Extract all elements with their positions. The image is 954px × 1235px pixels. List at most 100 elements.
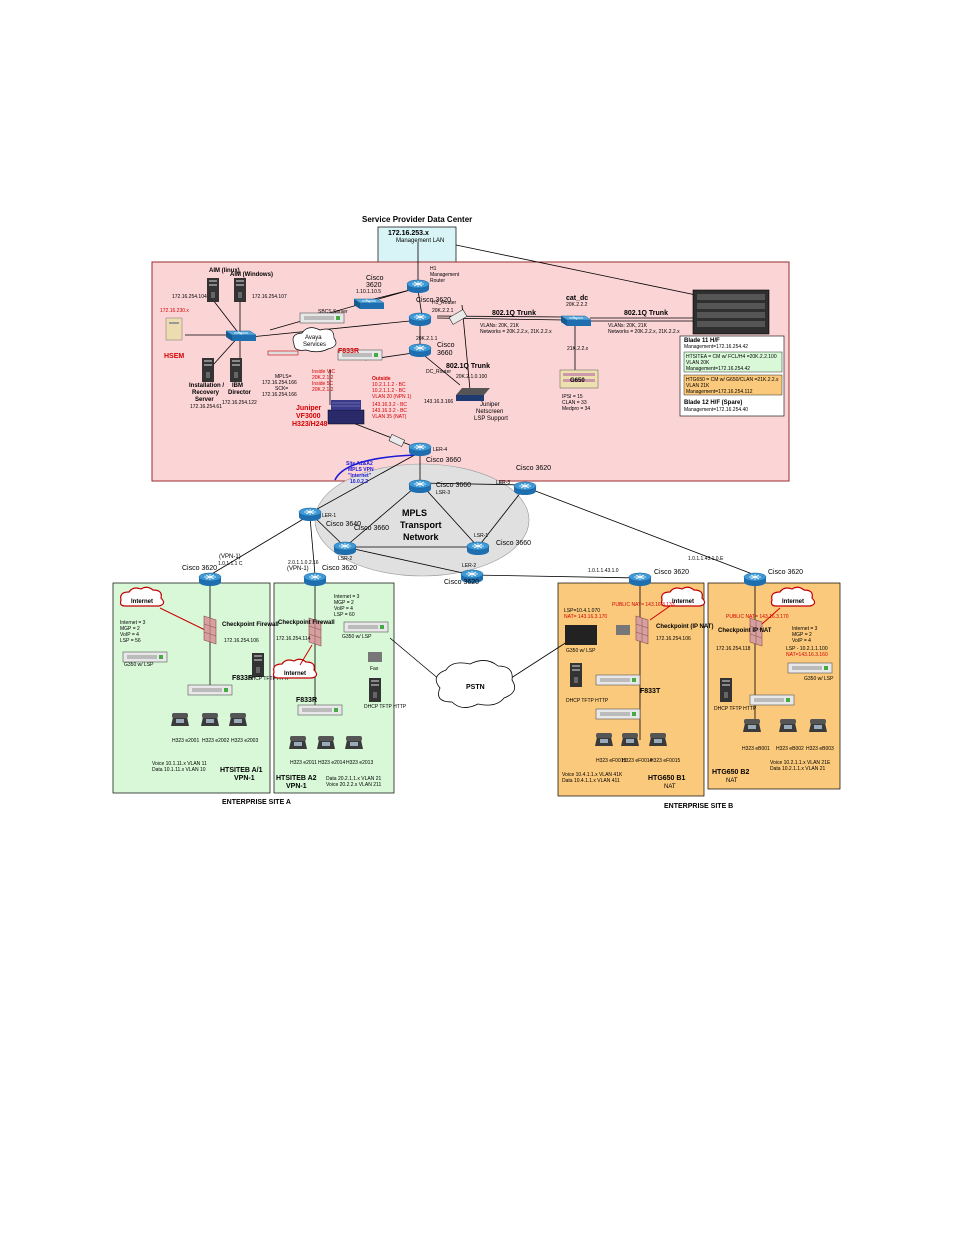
ler3-router[interactable] <box>513 481 537 496</box>
site-a2-phone-2[interactable] <box>317 736 335 749</box>
site-b1-router[interactable] <box>628 572 652 587</box>
hsem-server-icon[interactable] <box>165 317 183 341</box>
site-b1-phone-1[interactable] <box>595 733 613 746</box>
site-a1-phone-3[interactable] <box>229 713 247 726</box>
site-a1-dhcp-server[interactable] <box>252 653 264 677</box>
blade-green-1: HTSITEA = CM w/ FCL/H4 =20K.2.2.100 <box>686 354 777 360</box>
site-b2-switch[interactable] <box>749 694 795 706</box>
lsr1-name: LSR-1 <box>474 533 488 539</box>
site-a1-router[interactable] <box>198 572 222 587</box>
h1-router[interactable] <box>408 312 432 327</box>
site-b2-wan: 1.0.1.1.43.1.0.E <box>688 556 724 562</box>
lsr2-router[interactable] <box>333 541 357 556</box>
site-b1-f833r[interactable] <box>595 674 641 686</box>
ler4-name: LER-4 <box>433 447 447 453</box>
site-b1-fwip: 172.16.254.106 <box>656 636 691 642</box>
installer-line3: Server <box>195 397 214 403</box>
vf-mgmt-4: 172.16.254.166 <box>262 392 297 398</box>
juniper-netscreen-icon[interactable] <box>456 388 490 401</box>
site-a1-f833r[interactable] <box>187 684 233 696</box>
cat-dc-switch[interactable] <box>560 315 592 327</box>
site-a2-f833r[interactable] <box>297 704 343 716</box>
dc-lan-switch[interactable] <box>225 330 257 342</box>
lsr2-model: Cisco 3660 <box>354 525 389 532</box>
mpls-vpn-2: MPLS VPN <box>348 467 374 473</box>
site-a1-g350[interactable] <box>122 651 168 663</box>
trunk1-net: Networks = 20K.2.2.x, 21K.2.2.x <box>480 329 552 335</box>
lsr1-model: Cisco 3660 <box>496 540 531 547</box>
site-a1-f833r-label: F833R <box>232 675 253 682</box>
site-a2-vpn: (VPN-1) <box>287 566 309 572</box>
dc-router[interactable] <box>408 343 432 358</box>
dc-router-line2: 3660 <box>437 350 453 357</box>
ler4-router[interactable] <box>408 442 432 457</box>
blade-server-icon[interactable] <box>692 289 770 335</box>
trunk1-vlan: VLANs: 20K, 21K <box>480 323 520 329</box>
site-b1-dhcp-server[interactable] <box>570 663 582 687</box>
enterprise-site-a: ENTERPRISE SITE A <box>222 799 291 806</box>
g650-line3: Medpro = 34 <box>562 406 590 412</box>
site-a1-title: HTSITEB A/1 <box>220 767 263 774</box>
site-a1-phone-label-1: H323 e2001 <box>172 738 199 744</box>
vf-mgmt-2: 172.16.254.166 <box>262 380 297 386</box>
site-a2-g350[interactable] <box>343 621 389 633</box>
f833r-dc-label: F833R <box>338 348 359 355</box>
f833r-inside-1: Inside VIC <box>312 369 335 375</box>
lsr3-model: Cisco 3660 <box>436 482 471 489</box>
ler3-model: Cisco 3620 <box>516 465 551 472</box>
site-b2-phone-1[interactable] <box>743 719 761 732</box>
aim-windows-server[interactable] <box>234 278 246 302</box>
site-a2-fax-icon[interactable] <box>368 652 382 662</box>
blade11-mgmt: Management=172.16.254.42 <box>684 344 748 350</box>
site-b1-phone-2[interactable] <box>621 733 639 746</box>
site-b1-nat: NAT= 143.16.3.170 <box>564 614 607 620</box>
site-b1-fax-icon[interactable] <box>616 625 630 635</box>
site-a2-wan: 2.0.1.1.0.2.16 <box>288 560 319 566</box>
site-b1-switch[interactable] <box>595 708 641 720</box>
cisco-mgmt-ip: 1.10.1.10.5 <box>356 289 381 295</box>
site-b2-g350[interactable] <box>787 662 833 674</box>
site-a1-data: Data 10.1.11.x VLAN 10 <box>152 767 206 773</box>
site-a2-phone-3[interactable] <box>345 736 363 749</box>
netscreen-line2: Netscreen <box>476 409 503 415</box>
site-a2-router[interactable] <box>303 572 327 587</box>
cisco-mgmt-switch[interactable] <box>353 298 385 310</box>
site-b2-lsp: LSP - 10.2.1.1.100 <box>786 646 828 652</box>
site-b2-router[interactable] <box>743 572 767 587</box>
site-a2-phone-label-1: H323 e2011 <box>290 760 317 766</box>
f833r-inside-2: 20K.2.1.2 <box>312 375 334 381</box>
lsr1-router[interactable] <box>466 541 490 556</box>
site-b1-firewall[interactable] <box>635 615 649 645</box>
g650-icon[interactable] <box>559 369 599 389</box>
mgmt-lan-ip: 172.16.253.x <box>388 230 429 237</box>
dc-router-ip: 20K.2.1.1 <box>416 336 438 342</box>
blade-orange-box <box>683 374 783 396</box>
lsr3-router[interactable] <box>408 479 432 494</box>
aim-linux-server[interactable] <box>207 278 219 302</box>
site-a1-voice: Voice 10.1.11.x VLAN 11 <box>152 761 207 767</box>
site-a1-list-3: LSP = 56 <box>120 638 141 644</box>
site-b2-subtitle: NAT <box>726 778 738 784</box>
ler1-router[interactable] <box>298 507 322 522</box>
site-a2-dhcp-server[interactable] <box>369 678 381 702</box>
juniper-vf3000-icon[interactable] <box>327 400 365 425</box>
site-a2-phone-1[interactable] <box>289 736 307 749</box>
site-a1-phone-2[interactable] <box>201 713 219 726</box>
site-a1-firewall[interactable] <box>203 615 217 645</box>
trunk-device-icon <box>448 309 468 325</box>
site-b1-g350-icon[interactable] <box>565 625 597 645</box>
site-b2-list-2: VoIP = 4 <box>792 638 811 644</box>
site-a2-f833r-label: F833R <box>296 697 317 704</box>
h1-management-router[interactable] <box>406 279 430 294</box>
site-a2-data: Voice 20.2.2.x VLAN 211 <box>326 782 381 788</box>
ler2-model: Cisco 3620 <box>444 579 479 586</box>
site-b2-phone-3[interactable] <box>809 719 827 732</box>
installation-server[interactable] <box>202 358 214 382</box>
ibm-director-server[interactable] <box>230 358 242 382</box>
blade11-title: Blade 11 H/F <box>684 338 720 344</box>
site-b2-phone-2[interactable] <box>779 719 797 732</box>
site-b1-phone-3[interactable] <box>649 733 667 746</box>
site-a1-phone-1[interactable] <box>171 713 189 726</box>
netscreen-line1: Juniper <box>480 402 500 408</box>
site-b2-dhcp-server[interactable] <box>720 678 732 702</box>
